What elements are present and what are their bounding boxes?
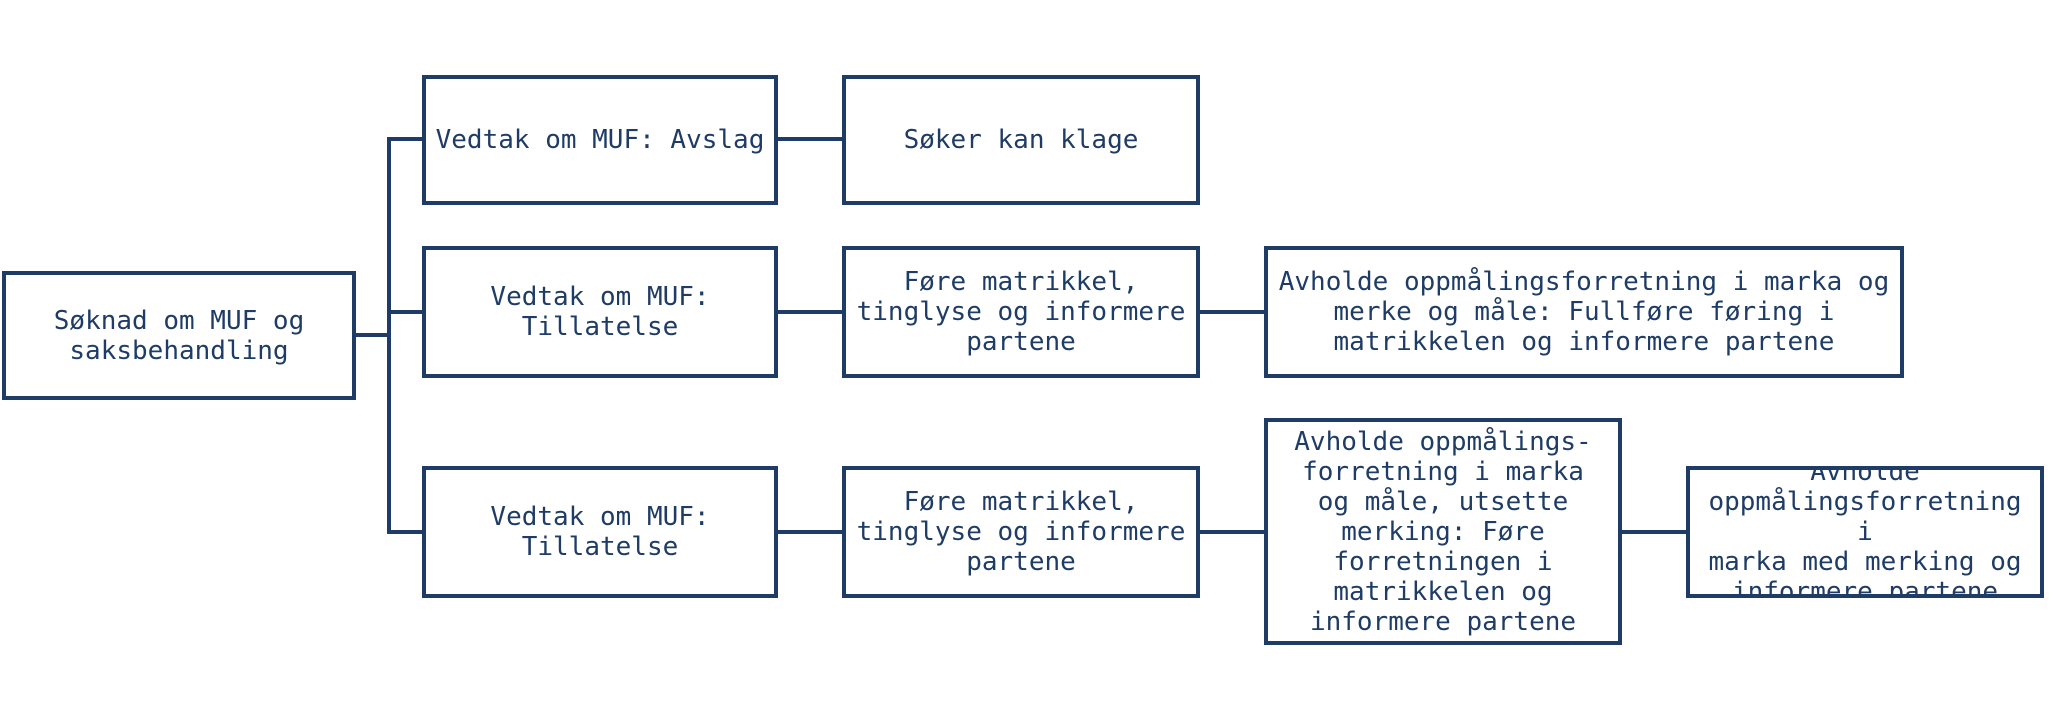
- node-fore-matrikkel-2: Føre matrikkel, tinglyse og informere pa…: [842, 466, 1200, 598]
- node-vedtak-avslag-label: Vedtak om MUF: Avslag: [435, 125, 765, 155]
- node-soknad-label: Søknad om MUF og saksbehandling: [53, 305, 305, 366]
- connector-utsette-to-merking: [1618, 530, 1688, 534]
- connector-tillatelse-1-to-matrikkel-1: [774, 310, 844, 314]
- node-soker-kan-klage-label: Søker kan klage: [903, 125, 1139, 155]
- node-vedtak-tillatelse-1: Vedtak om MUF: Tillatelse: [422, 246, 778, 378]
- node-avholde-fullfore-label: Avholde oppmålingsforretning i marka og …: [1278, 267, 1890, 357]
- node-fore-matrikkel-1: Føre matrikkel, tinglyse og informere pa…: [842, 246, 1200, 378]
- connector-tillatelse-2-to-matrikkel-2: [774, 530, 844, 534]
- connector-trunk-to-tillatelse-2: [387, 530, 424, 534]
- connector-avslag-to-klage: [774, 137, 844, 141]
- connector-trunk-to-tillatelse-1: [387, 310, 424, 314]
- connector-trunk-to-avslag: [387, 137, 424, 141]
- node-vedtak-tillatelse-2-label: Vedtak om MUF: Tillatelse: [490, 502, 710, 562]
- node-avholde-utsette: Avholde oppmålings- forretning i marka o…: [1264, 418, 1622, 645]
- node-soker-kan-klage: Søker kan klage: [842, 75, 1200, 205]
- node-avholde-fullfore: Avholde oppmålingsforretning i marka og …: [1264, 246, 1904, 378]
- node-soknad: Søknad om MUF og saksbehandling: [2, 271, 356, 400]
- node-avholde-utsette-label: Avholde oppmålings- forretning i marka o…: [1294, 426, 1592, 637]
- node-avholde-merking-label: Avholde oppmålingsforretning i marka med…: [1708, 466, 2022, 598]
- node-vedtak-tillatelse-1-label: Vedtak om MUF: Tillatelse: [490, 282, 710, 342]
- node-fore-matrikkel-1-label: Føre matrikkel, tinglyse og informere pa…: [856, 267, 1186, 357]
- connector-root-to-trunk: [352, 333, 389, 337]
- node-vedtak-avslag: Vedtak om MUF: Avslag: [422, 75, 778, 205]
- node-avholde-merking: Avholde oppmålingsforretning i marka med…: [1686, 466, 2044, 598]
- node-fore-matrikkel-2-label: Føre matrikkel, tinglyse og informere pa…: [856, 487, 1186, 577]
- node-vedtak-tillatelse-2: Vedtak om MUF: Tillatelse: [422, 466, 778, 598]
- connector-trunk-vertical: [387, 137, 391, 534]
- connector-matrikkel-1-to-fullfore: [1196, 310, 1266, 314]
- connector-matrikkel-2-to-utsette: [1196, 530, 1266, 534]
